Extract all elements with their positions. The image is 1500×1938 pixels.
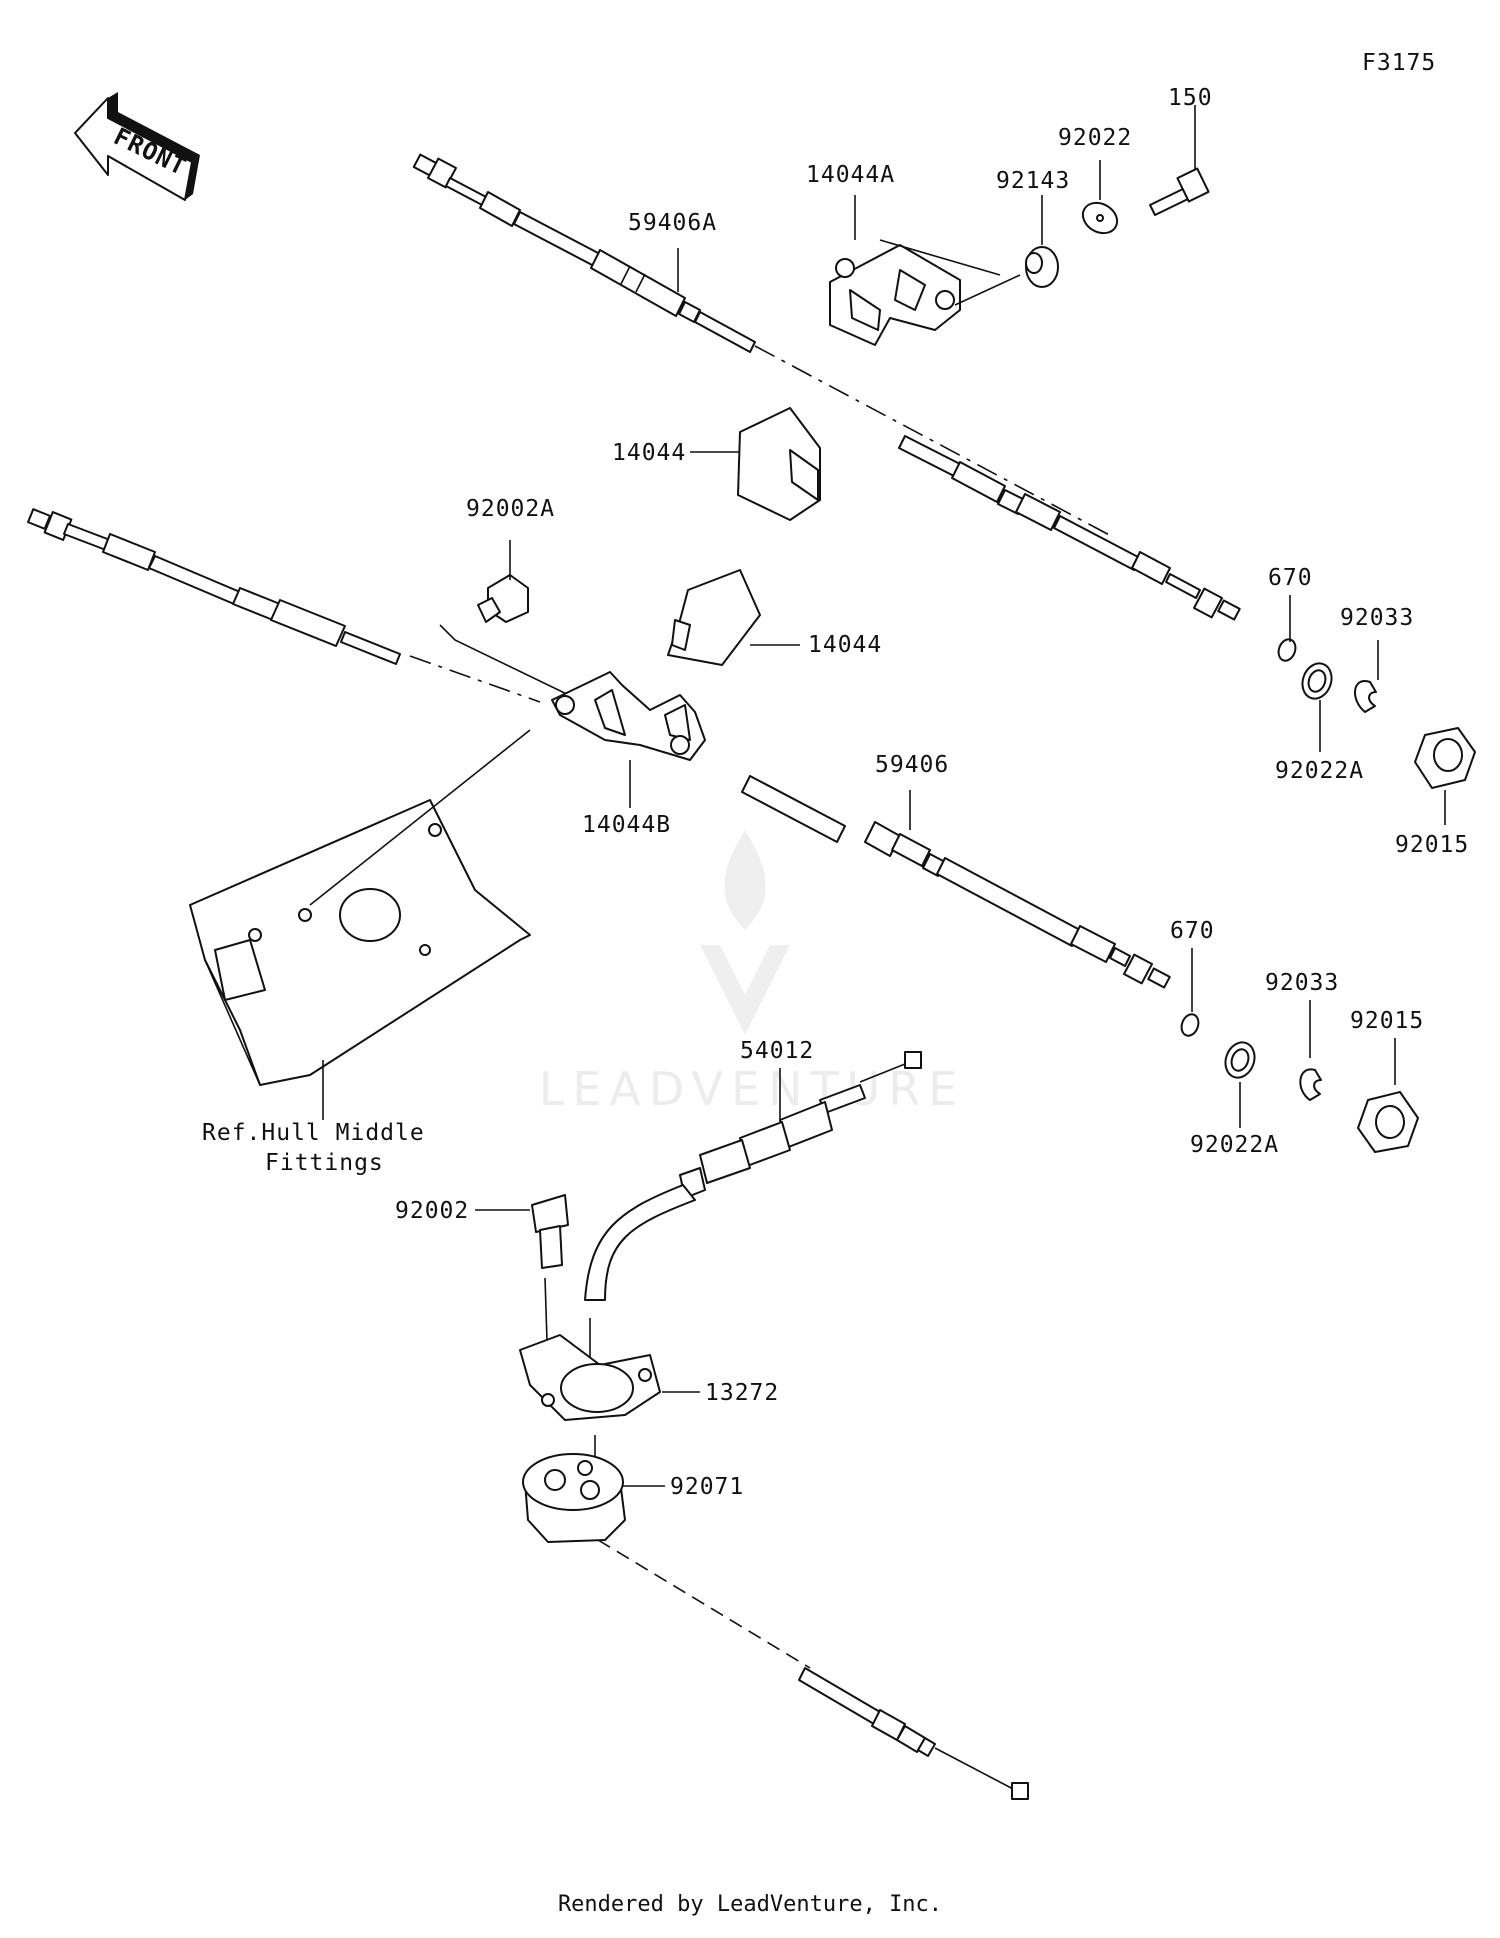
label-92002A: 92002A [466,496,555,522]
label-92022A-lower: 92022A [1190,1132,1279,1158]
label-14044A: 14044A [806,162,895,188]
label-92033-upper: 92033 [1340,605,1414,631]
cable-59406 [27,508,1171,989]
watermark: LEADVENTURE [539,830,966,1116]
leader-lines [322,105,1446,1487]
clip-14044-upper [737,407,821,521]
label-670-lower: 670 [1170,918,1215,944]
part-labels: 150 92022 92143 14044A 59406A 14044 9200… [202,85,1469,1500]
figure-code: F3175 [1362,50,1436,76]
label-92022A-upper: 92022A [1275,758,1364,784]
label-92143: 92143 [996,168,1070,194]
cable-54012 [584,1051,922,1362]
label-92015-lower: 92015 [1350,1008,1424,1034]
bracket-14044A [829,239,1021,346]
label-13272: 13272 [705,1380,779,1406]
label-150: 150 [1168,85,1213,111]
label-92022: 92022 [1058,125,1132,151]
label-14044-upper: 14044 [612,440,686,466]
upper-fasteners [1025,167,1476,1153]
footer-credit: Rendered by LeadVenture, Inc. [557,1892,943,1917]
label-59406A: 59406A [628,210,717,236]
label-92071: 92071 [670,1474,744,1500]
label-54012: 54012 [740,1038,814,1064]
bracket-14044B [551,671,706,761]
front-arrow-icon: FRONT [74,92,200,201]
label-92015-upper: 92015 [1395,832,1469,858]
label-92033-lower: 92033 [1265,970,1339,996]
label-92002: 92002 [395,1198,469,1224]
ref-note-line1: Ref.Hull Middle [202,1120,425,1146]
bolt-92002A [439,574,576,699]
label-59406: 59406 [875,752,949,778]
grommet-92071 [522,1453,811,1669]
cable-59406A [412,153,1241,621]
label-14044B: 14044B [582,812,671,838]
label-670-upper: 670 [1268,565,1313,591]
clip-14044-middle [667,569,761,666]
label-14044-middle: 14044 [808,632,882,658]
cable-end-lower [798,1667,1029,1800]
plate-13272 [519,1334,661,1468]
watermark-text: LEADVENTURE [539,1062,966,1116]
hull-panel [189,729,531,1086]
ref-note-line2: Fittings [265,1150,384,1176]
